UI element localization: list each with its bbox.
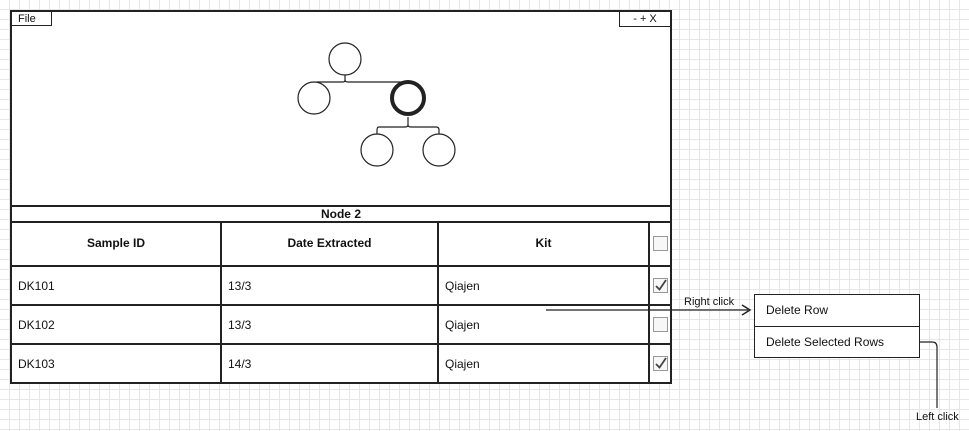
- tree-node-2-selected[interactable]: [390, 80, 426, 116]
- cell-kit: Qiajen: [437, 343, 650, 382]
- right-click-label: Right click: [684, 296, 735, 308]
- cell-kit: Qiajen: [437, 265, 650, 306]
- column-header-sample-id[interactable]: Sample ID: [12, 221, 222, 267]
- tree-node-1[interactable]: [297, 81, 331, 115]
- app-window: File - + X Node 2 Sample ID Date Extract…: [10, 10, 672, 384]
- left-click-line: [920, 341, 938, 408]
- tree-node-4[interactable]: [422, 133, 456, 167]
- window-controls[interactable]: - + X: [619, 12, 670, 27]
- menu-item-delete-row[interactable]: Delete Row: [766, 303, 829, 317]
- tree-node-root[interactable]: [328, 42, 362, 76]
- row-select-cell: [648, 265, 670, 306]
- left-click-label: Left click: [916, 411, 959, 423]
- checkmark-icon: [654, 357, 667, 370]
- select-all-checkbox[interactable]: [652, 235, 668, 251]
- row-checkbox[interactable]: [652, 356, 668, 372]
- context-menu: Delete Row Delete Selected Rows: [754, 294, 920, 358]
- tree-node-3[interactable]: [360, 133, 394, 167]
- arrow-head-icon: [741, 304, 752, 316]
- select-all-cell: [648, 221, 670, 267]
- tree-diagram: [297, 42, 456, 167]
- row-checkbox[interactable]: [652, 317, 668, 333]
- checkmark-icon: [654, 279, 667, 292]
- cell-date: 14/3: [220, 343, 439, 382]
- file-menu[interactable]: File: [12, 12, 52, 26]
- row-checkbox[interactable]: [652, 278, 668, 294]
- cell-date: 13/3: [220, 265, 439, 306]
- tree-edge: [407, 124, 440, 135]
- cell-date: 13/3: [220, 304, 439, 345]
- row-select-cell: [648, 343, 670, 382]
- table-row[interactable]: DK103 14/3 Qiajen: [12, 343, 670, 382]
- cell-sample-id: DK101: [12, 265, 222, 306]
- cell-sample-id: DK103: [12, 343, 222, 382]
- table-row[interactable]: DK102 13/3 Qiajen: [12, 304, 670, 345]
- table-header-row: Sample ID Date Extracted Kit: [12, 221, 670, 267]
- row-select-cell: [648, 304, 670, 345]
- cell-kit: Qiajen: [437, 304, 650, 345]
- samples-table: Sample ID Date Extracted Kit DK101 13/3 …: [12, 221, 670, 382]
- table-row[interactable]: DK101 13/3 Qiajen: [12, 265, 670, 306]
- menu-item-delete-selected-rows[interactable]: Delete Selected Rows: [755, 326, 919, 357]
- cell-sample-id: DK102: [12, 304, 222, 345]
- column-header-kit[interactable]: Kit: [437, 221, 650, 267]
- column-header-date-extracted[interactable]: Date Extracted: [220, 221, 439, 267]
